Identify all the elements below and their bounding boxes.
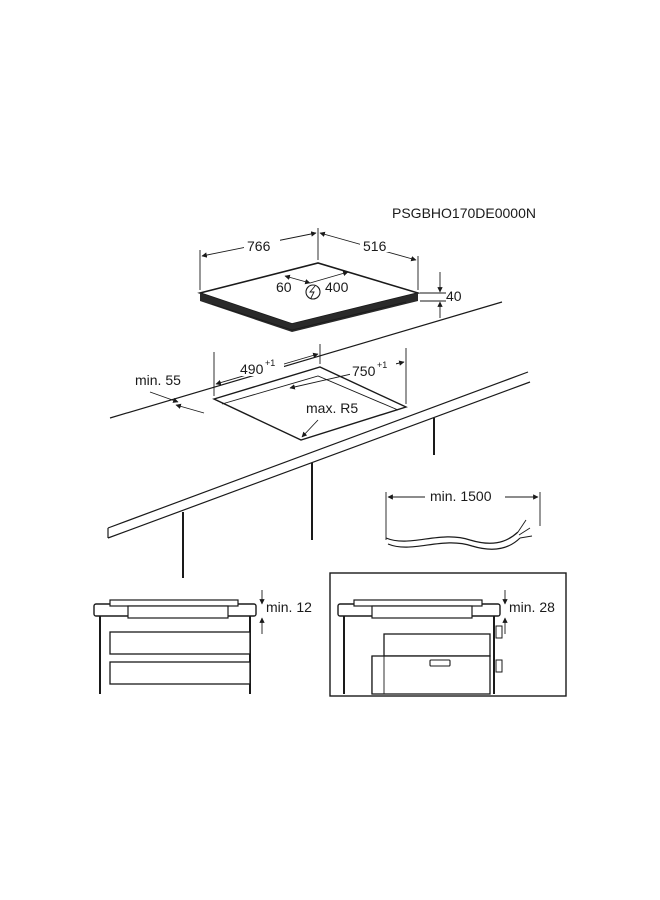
cutout-depth-tolerance: +1 (377, 360, 387, 370)
oven-handle (429, 659, 451, 667)
cutout-width-tolerance: +1 (265, 358, 275, 368)
cutout-depth-label: 750 (352, 363, 376, 379)
power-depth-label: 60 (276, 279, 292, 295)
drawer-section: min. 12 (93, 590, 312, 694)
hob-depth-label: 516 (363, 238, 387, 254)
hob-width-label: 766 (247, 238, 271, 254)
drawer-front-lower (109, 661, 251, 685)
oven-top (383, 633, 491, 657)
cable-drawing: min. 1500 (385, 486, 541, 550)
cable-length-label: min. 1500 (430, 488, 492, 504)
drawer-clearance-label: min. 12 (266, 599, 312, 615)
hob-drawing: 766 516 40 60 400 (197, 228, 462, 332)
corner-radius-label: max. R5 (306, 400, 358, 416)
hob-section-body-left (127, 605, 229, 619)
power-cable (385, 531, 519, 544)
oven-section: min. 28 (329, 572, 567, 697)
hob-height-label: 40 (446, 288, 462, 304)
hob-section-body-right (371, 605, 473, 619)
front-distance-label: min. 55 (135, 372, 181, 388)
model-code: PSGBHO170DE0000N (392, 205, 536, 221)
hob-section-top-left (109, 599, 239, 607)
oven-clearance-label: min. 28 (509, 599, 555, 615)
power-width-label: 400 (325, 279, 349, 295)
worktop-drawing: 490 +1 750 +1 max. R5 min. 55 (107, 301, 531, 578)
drawer-front-upper (109, 631, 251, 655)
hob-section-top-right (353, 599, 483, 607)
worktop-front-edge-bottom (107, 381, 531, 539)
worktop-front-edge-top (107, 371, 529, 529)
cutout-width-label: 490 (240, 361, 264, 377)
power-connection-icon (305, 284, 321, 300)
